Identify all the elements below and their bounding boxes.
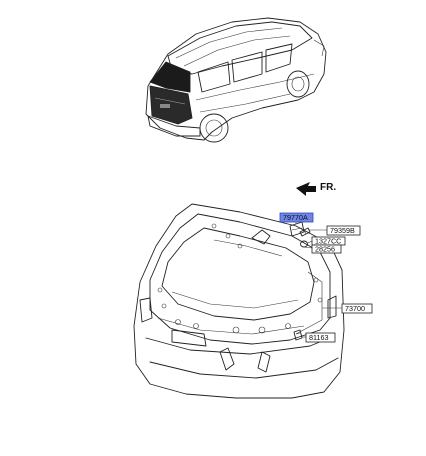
part-callout-81163[interactable]: 81163 [305,332,336,343]
direction-label: FR. [320,182,336,193]
part-number-79770A: 79770A [283,213,308,222]
direction-arrow-icon [296,182,316,196]
part-callout-79359B[interactable]: 79359B [326,225,361,236]
part-callout-73700[interactable]: 73700 [341,303,373,314]
part-number-81163: 81163 [309,333,328,342]
part-79770A-illustration [289,221,305,237]
leader-lines [295,221,342,338]
part-callout-28256[interactable]: 28256 [311,244,342,254]
part-number-73700: 73700 [345,304,365,313]
front-direction-indicator: FR. [296,182,336,196]
part-79359B-illustration [299,227,311,237]
part-number-1327CC: 1327CC [315,237,341,246]
part-number-79359B: 79359B [330,226,355,235]
part-number-28256: 28256 [315,245,335,254]
tailgate-illustration [133,203,345,399]
vehicle-illustration [145,17,327,143]
part-callout-79770A[interactable]: 79770A [279,212,314,223]
